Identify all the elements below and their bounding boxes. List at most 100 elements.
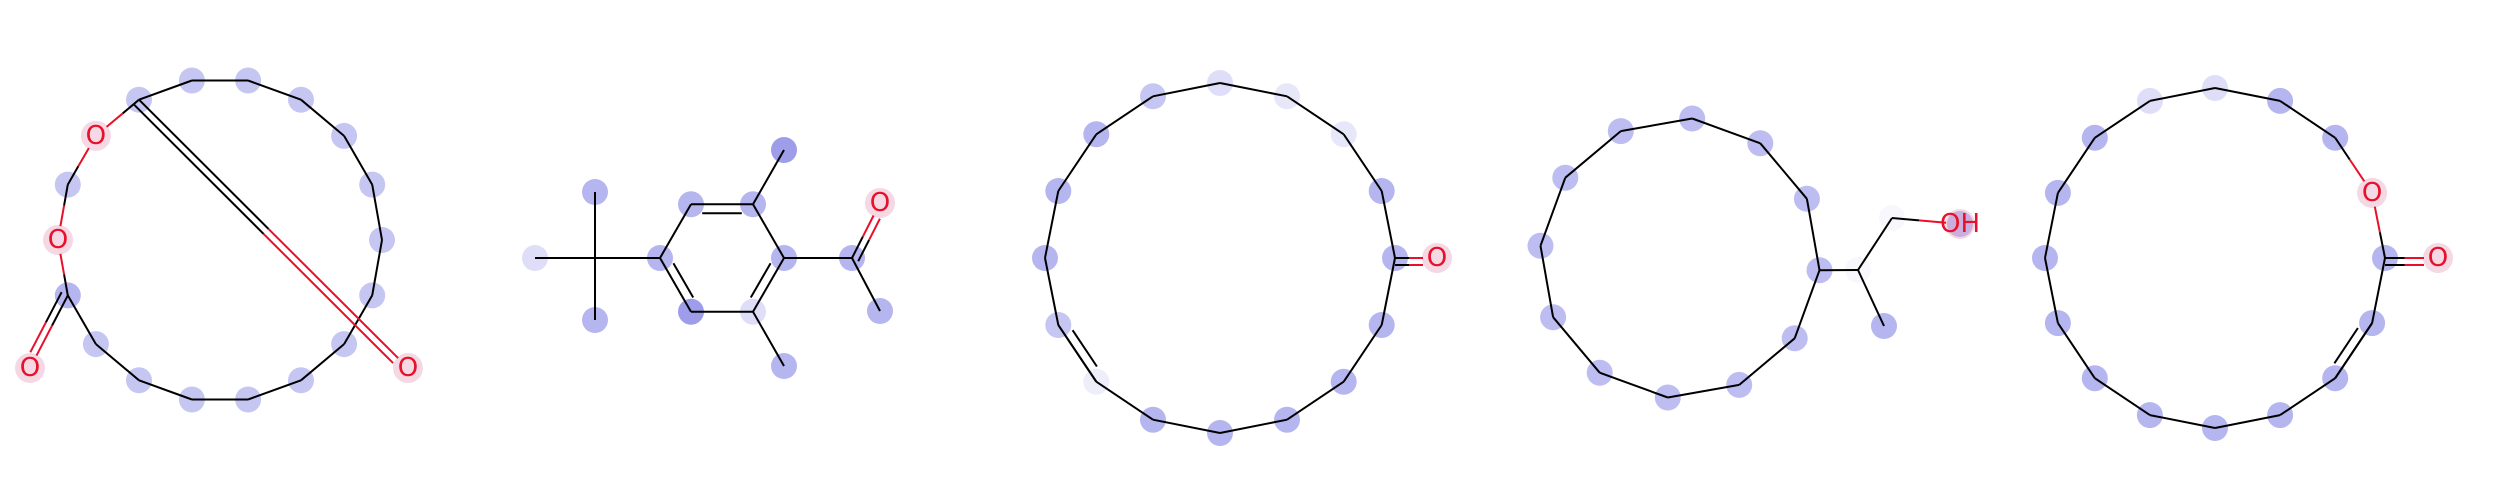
bond [1552,316,1601,374]
double-bond [51,294,69,326]
bond [1891,217,1920,222]
bond [1380,257,1396,326]
double-bond [45,291,63,323]
bond [1152,82,1221,98]
double-bond [2334,322,2373,379]
double-bond [672,262,695,298]
bond [1691,117,1761,145]
double-bond [1071,329,1098,368]
double-bond [138,98,270,230]
double-bond [851,236,864,259]
bond [63,184,69,206]
bond [1539,245,1555,318]
bond [1857,269,1885,327]
molecule-cyclododecyl-ethanol: OH [1527,105,1980,411]
bond [1152,418,1221,434]
double-bond [29,321,47,353]
bond [2373,206,2381,233]
bond [1738,337,1796,386]
double-bond [133,103,265,235]
bond [1095,95,1154,136]
heteroatom-highlight [1422,243,1452,273]
bond [2149,87,2216,102]
bond [247,379,302,401]
double-bond [752,257,785,313]
bond [1219,418,1288,434]
bond [95,343,140,382]
double-bond [262,233,394,364]
molecule-unsaturated-macrolactone: OO [2032,75,2453,441]
molecule-macrocyclic-dilactone: O O O O [15,67,423,413]
bond [1219,82,1288,98]
bond [343,135,374,186]
bond [2348,158,2366,182]
bond [66,294,97,345]
molecule-macrocyclic-enone: O [1032,70,1452,446]
heteroatom-highlight [80,120,111,151]
double-bond [2333,327,2359,364]
bond [752,311,785,367]
double-bond [659,257,692,313]
bond [752,203,785,259]
bond [1044,190,1060,259]
bond [1057,133,1098,192]
bond [2044,257,2059,324]
double-bond [267,228,399,359]
bond [1759,142,1808,200]
bond [1805,198,1821,271]
bond [2378,232,2386,259]
heteroatom-highlight [2357,177,2388,208]
bond [59,205,66,227]
bond [2044,192,2059,259]
bond [659,203,692,259]
bond [371,239,383,296]
molecule-acetyl-tert-butyl-dimethylbenzene: O [522,137,895,379]
double-bond [861,215,875,238]
bond [2214,87,2281,102]
bond [300,98,345,137]
bond [1918,219,1947,224]
bond [122,98,140,115]
bond [371,184,383,241]
bond [1857,217,1893,271]
bond [343,294,374,345]
bond [63,274,69,296]
bond [1380,190,1396,259]
bond [1095,380,1154,421]
bond [2279,377,2336,416]
bond [1342,133,1383,192]
bond [1286,95,1345,136]
bond [2057,322,2096,379]
heteroatom-highlight [865,188,895,218]
atom-label: O [20,353,40,383]
bond [105,112,124,128]
heteroatom-highlight [393,353,423,383]
atom-label: O [48,225,68,255]
heteroatom-highlight [2423,243,2453,273]
bond [2094,100,2151,139]
bond [2334,137,2351,161]
bond [1539,177,1567,247]
bond [1044,257,1060,326]
bond [851,257,881,312]
bond [138,79,193,101]
heteroatom-highlight [43,225,73,255]
bond [1667,383,1740,399]
bond [66,165,80,186]
double-bond [749,262,772,298]
bond [2057,137,2096,194]
bond [247,79,302,101]
atom-label: O [1427,243,1447,273]
heteroatom-highlight [15,353,45,383]
bond [77,147,90,167]
atom-label: OH [1940,209,1980,239]
bond [300,343,345,382]
double-bond [35,325,53,357]
double-bond [857,239,870,262]
atom-label: O [2428,243,2448,273]
bond [2371,257,2386,324]
bond [1620,117,1693,133]
atom-label: O [86,121,106,151]
bond [1286,380,1345,421]
atom-label: O [398,353,418,383]
